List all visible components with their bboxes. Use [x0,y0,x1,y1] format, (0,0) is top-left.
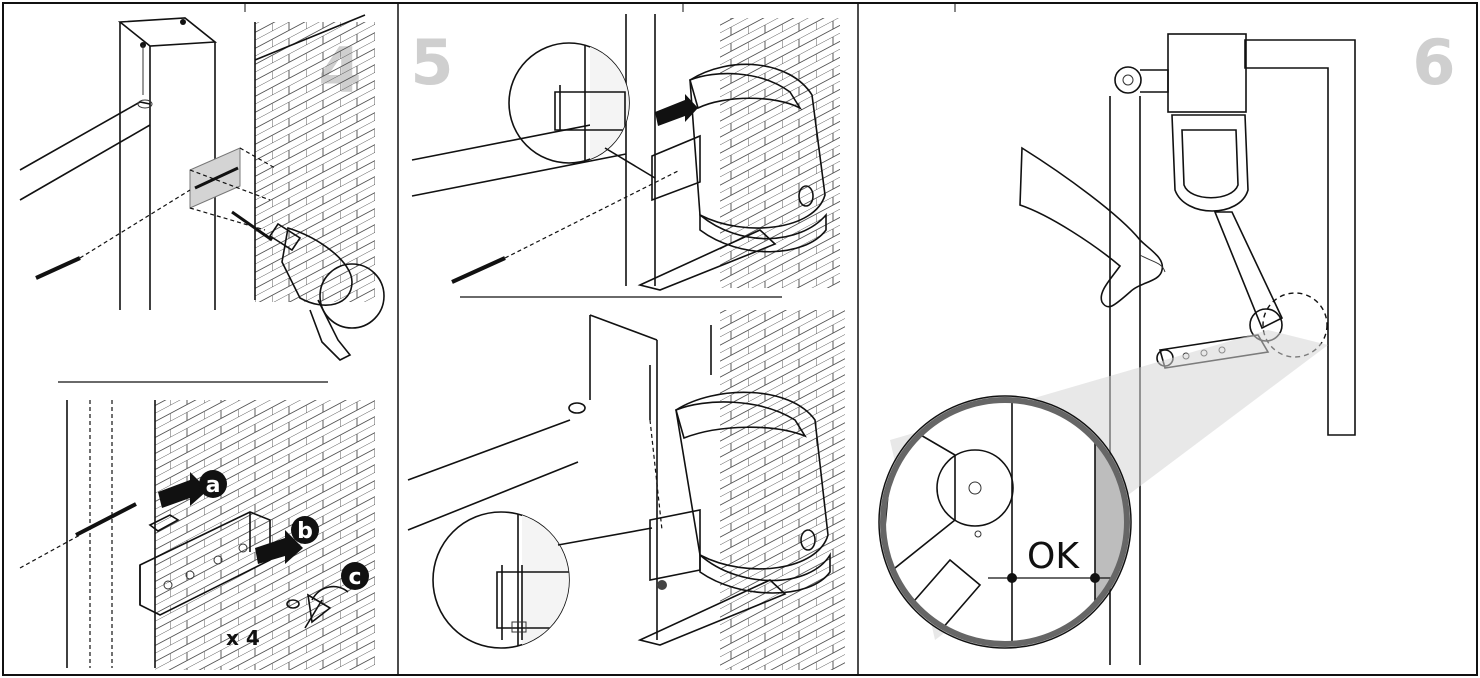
panel-step-4: 4 [19,14,385,670]
power-drill-icon [231,210,385,361]
step-number-5: 5 [410,26,453,99]
panel-step-5: 5 [407,14,845,670]
gate-leaf [19,99,153,280]
hand-icon [1019,146,1166,308]
callout-b: b [291,516,319,544]
motor-top-view [1156,114,1328,369]
svg-text:c: c [348,565,361,590]
step-number-6: 6 [1412,26,1455,99]
callout-a: a [199,470,227,498]
motor-upper-view [411,14,840,291]
gate-pillar [117,17,218,310]
brick-wall-top [254,14,375,302]
mounting-template [79,147,276,259]
bracket-assembly [19,400,375,670]
quantity-label: x 4 [226,626,260,650]
svg-text:b: b [297,519,313,544]
callout-c: c [341,562,369,590]
panel-step-6: 6 [878,26,1456,665]
motor-lower-view [407,310,845,670]
ok-label: OK [1027,536,1080,577]
svg-text:a: a [206,473,221,498]
